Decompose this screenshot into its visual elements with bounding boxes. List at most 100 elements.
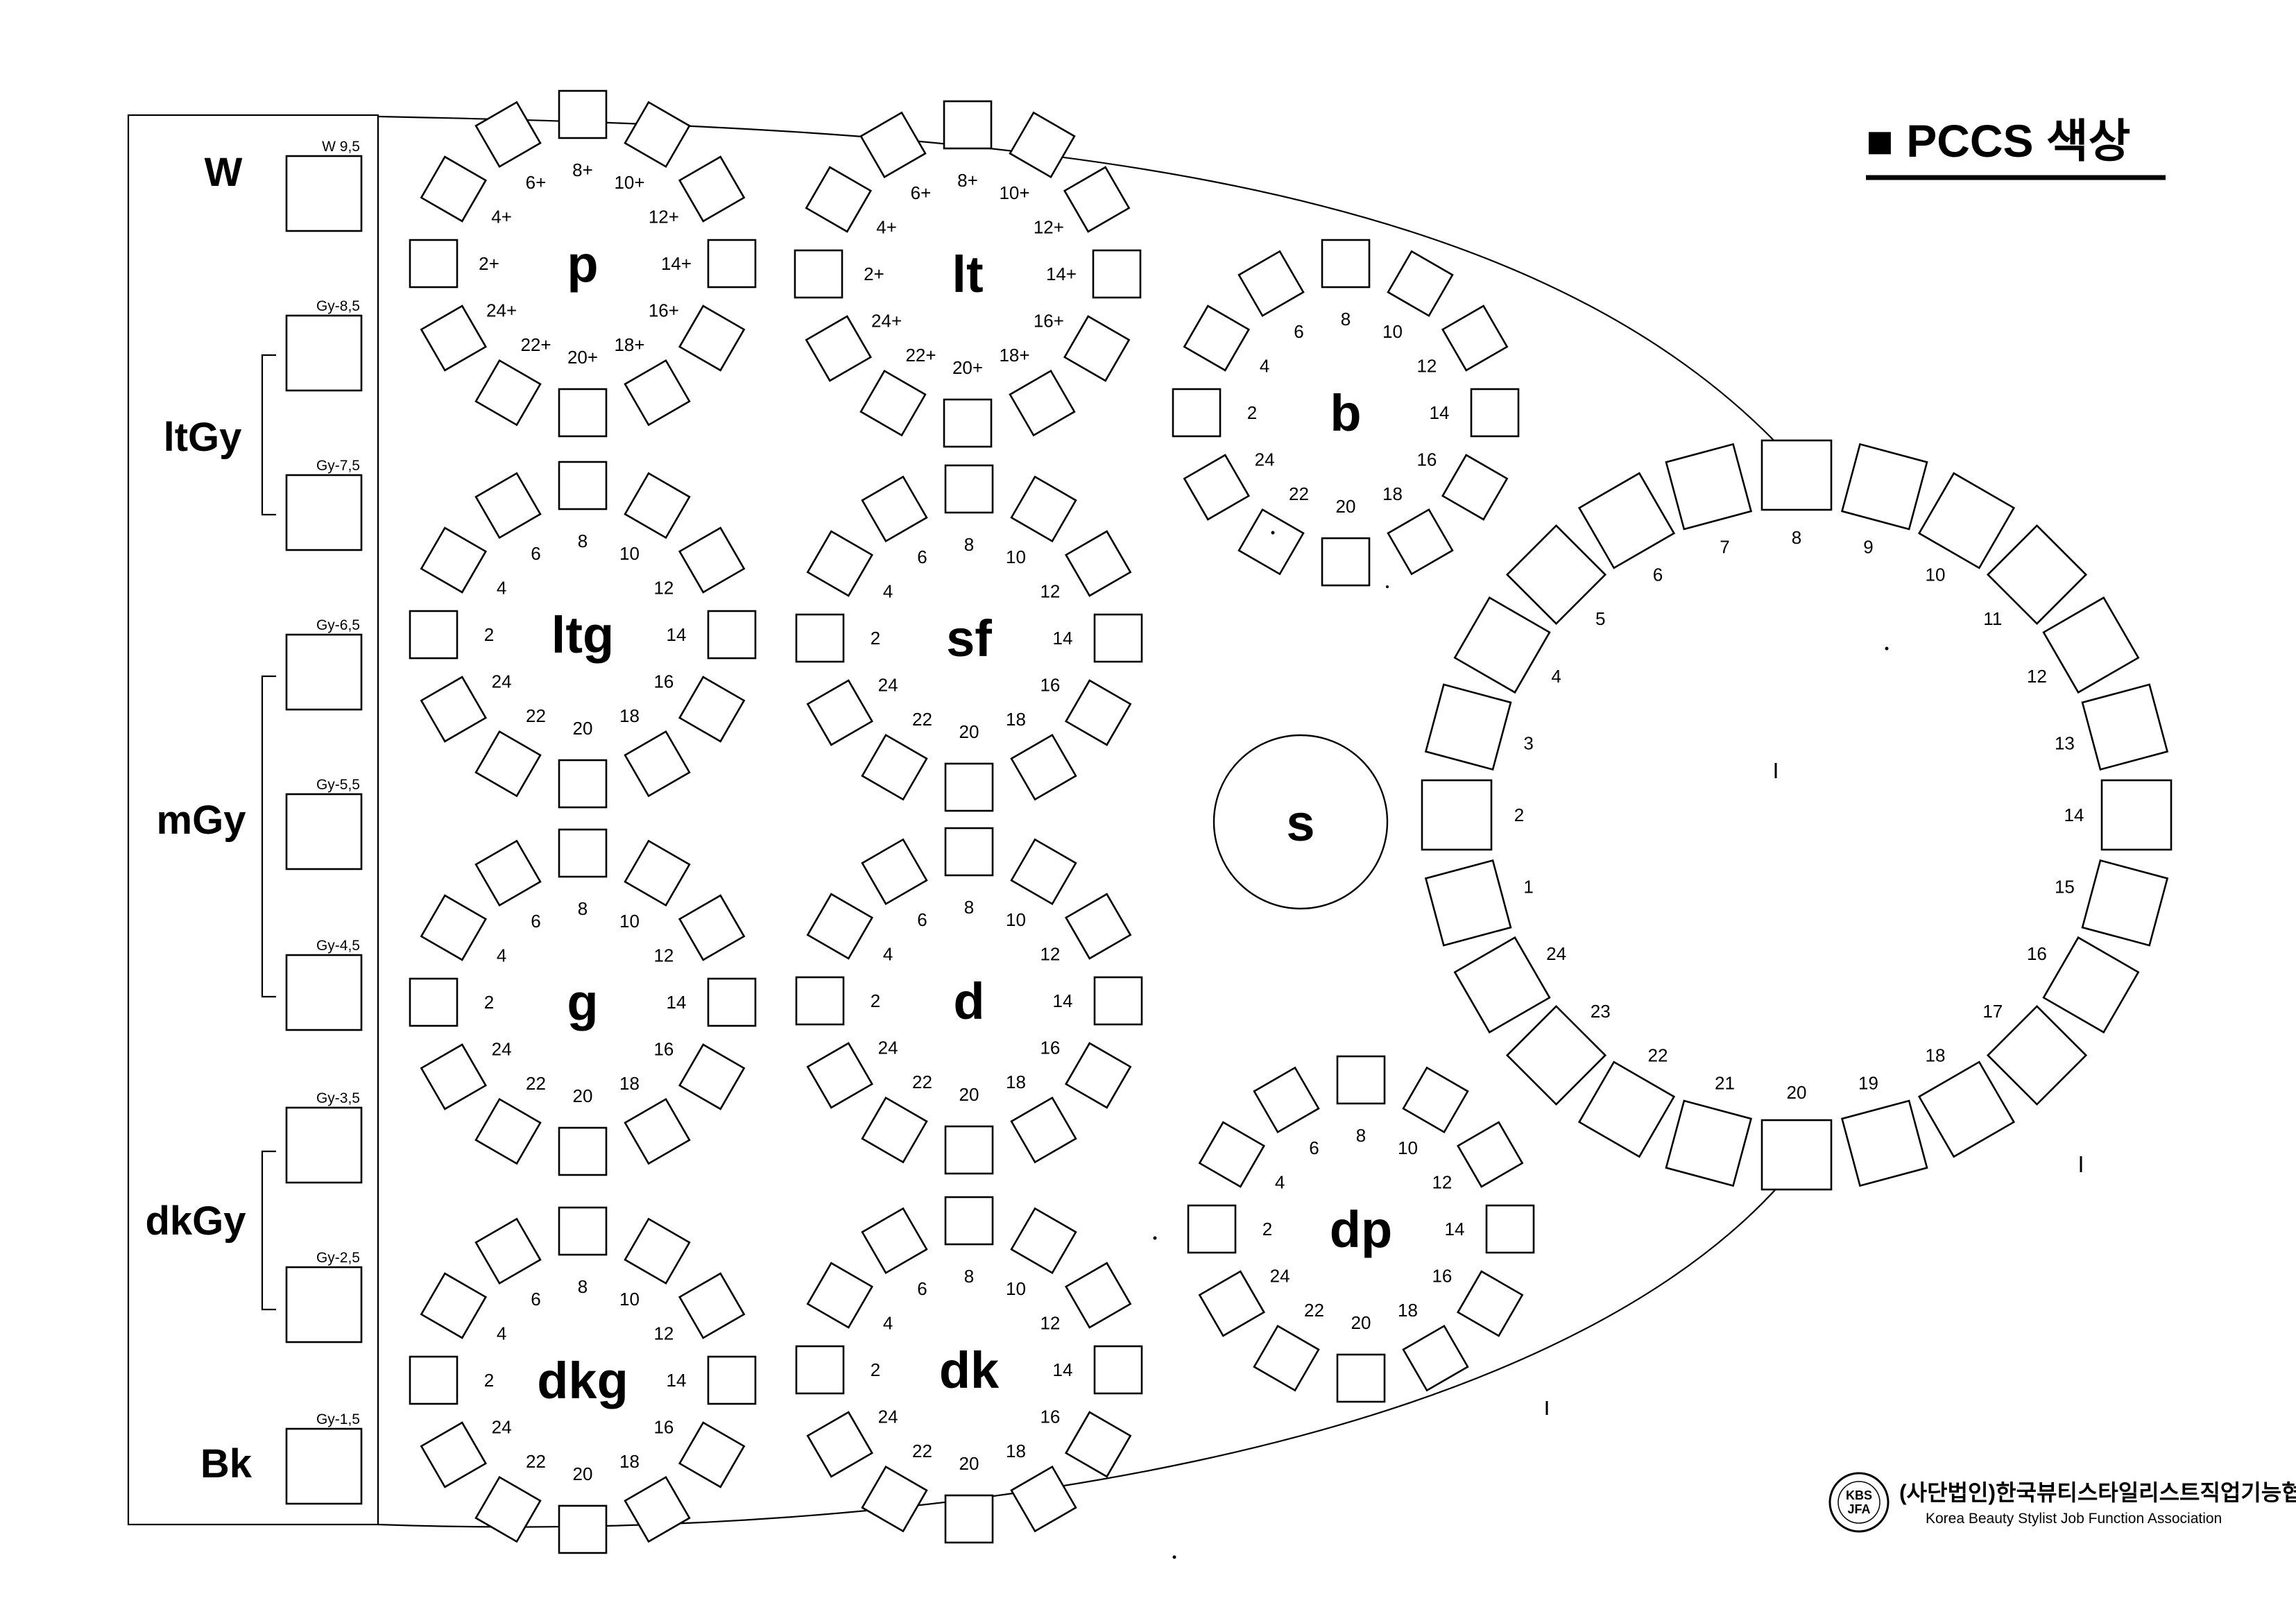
swatch-b-2[interactable] bbox=[1172, 388, 1222, 438]
swatch-sf-10[interactable] bbox=[1010, 475, 1077, 543]
swatch-ltg-18[interactable] bbox=[624, 730, 691, 798]
swatch-dkg-10[interactable] bbox=[624, 1217, 691, 1285]
swatch-g-20[interactable] bbox=[558, 1126, 608, 1176]
swatch-dkg-4[interactable] bbox=[420, 1272, 488, 1339]
swatch-p-6[interactable] bbox=[474, 101, 542, 169]
swatch-d-24[interactable] bbox=[806, 1042, 874, 1109]
swatch-dkg-8[interactable] bbox=[558, 1206, 608, 1256]
gray-swatch-8[interactable] bbox=[285, 1266, 363, 1343]
swatch-p-16[interactable] bbox=[678, 304, 746, 372]
swatch-dk-22[interactable] bbox=[861, 1465, 928, 1533]
swatch-p-24[interactable] bbox=[420, 304, 488, 372]
swatch-b-12[interactable] bbox=[1441, 304, 1509, 372]
gray-swatch-1[interactable] bbox=[285, 155, 363, 232]
swatch-ltg-4[interactable] bbox=[420, 526, 488, 594]
swatch-p-4[interactable] bbox=[420, 155, 488, 223]
swatch-d-14[interactable] bbox=[1093, 976, 1143, 1026]
swatch-ltg-24[interactable] bbox=[420, 676, 488, 743]
swatch-d-20[interactable] bbox=[944, 1125, 994, 1175]
swatch-sf-16[interactable] bbox=[1064, 679, 1132, 746]
swatch-b-8[interactable] bbox=[1321, 239, 1371, 289]
hue-swatch-24[interactable] bbox=[1453, 936, 1551, 1034]
swatch-g-24[interactable] bbox=[420, 1043, 488, 1110]
swatch-dp-2[interactable] bbox=[1187, 1204, 1237, 1254]
swatch-d-16[interactable] bbox=[1064, 1042, 1132, 1109]
swatch-dkg-18[interactable] bbox=[624, 1475, 691, 1543]
swatch-d-18[interactable] bbox=[1010, 1096, 1077, 1164]
hue-swatch-9[interactable] bbox=[1840, 443, 1928, 531]
hue-swatch-4[interactable] bbox=[1453, 596, 1551, 694]
gray-swatch-4[interactable] bbox=[285, 633, 363, 711]
swatch-dp-16[interactable] bbox=[1456, 1270, 1524, 1337]
swatch-dp-18[interactable] bbox=[1402, 1324, 1469, 1392]
hue-swatch-6[interactable] bbox=[1577, 472, 1676, 569]
swatch-g-14[interactable] bbox=[707, 977, 757, 1027]
swatch-sf-6[interactable] bbox=[861, 475, 928, 543]
hue-swatch-21[interactable] bbox=[1665, 1099, 1753, 1187]
swatch-p-22[interactable] bbox=[474, 359, 542, 427]
swatch-sf-20[interactable] bbox=[944, 762, 994, 812]
hue-swatch-17[interactable] bbox=[1986, 1004, 2088, 1106]
swatch-b-16[interactable] bbox=[1441, 454, 1509, 521]
hue-swatch-1[interactable] bbox=[1424, 859, 1512, 947]
swatch-sf-8[interactable] bbox=[944, 464, 994, 514]
swatch-dk-14[interactable] bbox=[1093, 1345, 1143, 1395]
swatch-lt-8[interactable] bbox=[943, 100, 993, 150]
hue-swatch-7[interactable] bbox=[1665, 443, 1753, 531]
swatch-ltg-20[interactable] bbox=[558, 759, 608, 809]
swatch-lt-10[interactable] bbox=[1009, 111, 1076, 179]
swatch-d-10[interactable] bbox=[1010, 838, 1077, 906]
swatch-dk-16[interactable] bbox=[1064, 1411, 1132, 1478]
hue-swatch-11[interactable] bbox=[1986, 524, 2088, 626]
swatch-d-4[interactable] bbox=[806, 893, 874, 960]
swatch-g-2[interactable] bbox=[409, 977, 459, 1027]
swatch-dkg-14[interactable] bbox=[707, 1355, 757, 1405]
gray-swatch-2[interactable] bbox=[285, 314, 363, 392]
swatch-sf-24[interactable] bbox=[806, 679, 874, 746]
swatch-dk-10[interactable] bbox=[1010, 1207, 1077, 1275]
swatch-dp-14[interactable] bbox=[1485, 1204, 1535, 1254]
swatch-dkg-22[interactable] bbox=[474, 1475, 542, 1543]
swatch-g-6[interactable] bbox=[474, 839, 542, 907]
swatch-dk-6[interactable] bbox=[861, 1207, 928, 1275]
swatch-g-22[interactable] bbox=[474, 1097, 542, 1165]
swatch-lt-4[interactable] bbox=[805, 166, 873, 233]
swatch-g-10[interactable] bbox=[624, 839, 691, 907]
swatch-p-14[interactable] bbox=[707, 239, 757, 289]
swatch-sf-4[interactable] bbox=[806, 530, 874, 597]
swatch-dk-8[interactable] bbox=[944, 1196, 994, 1246]
swatch-p-18[interactable] bbox=[624, 359, 691, 427]
swatch-lt-18[interactable] bbox=[1009, 369, 1076, 437]
hue-swatch-22[interactable] bbox=[1577, 1060, 1676, 1158]
swatch-dk-24[interactable] bbox=[806, 1411, 874, 1478]
swatch-p-12[interactable] bbox=[678, 155, 746, 223]
swatch-dkg-6[interactable] bbox=[474, 1217, 542, 1285]
hue-swatch-5[interactable] bbox=[1505, 524, 1607, 626]
swatch-ltg-8[interactable] bbox=[558, 461, 608, 510]
swatch-g-4[interactable] bbox=[420, 894, 488, 961]
swatch-g-16[interactable] bbox=[678, 1043, 746, 1110]
hue-swatch-15[interactable] bbox=[2081, 859, 2169, 947]
swatch-sf-22[interactable] bbox=[861, 733, 928, 801]
hue-swatch-23[interactable] bbox=[1505, 1004, 1607, 1106]
swatch-lt-2[interactable] bbox=[794, 249, 843, 299]
swatch-dp-24[interactable] bbox=[1198, 1270, 1266, 1337]
swatch-g-8[interactable] bbox=[558, 828, 608, 878]
gray-swatch-7[interactable] bbox=[285, 1106, 363, 1184]
swatch-lt-22[interactable] bbox=[859, 369, 927, 437]
swatch-p-10[interactable] bbox=[624, 101, 691, 169]
hue-swatch-18[interactable] bbox=[1917, 1060, 2016, 1158]
swatch-b-6[interactable] bbox=[1237, 250, 1305, 318]
gray-swatch-9[interactable] bbox=[285, 1427, 363, 1505]
swatch-d-2[interactable] bbox=[795, 976, 845, 1026]
hue-swatch-13[interactable] bbox=[2081, 683, 2169, 771]
swatch-b-24[interactable] bbox=[1183, 454, 1251, 521]
hue-swatch-3[interactable] bbox=[1424, 683, 1512, 771]
swatch-p-20[interactable] bbox=[558, 388, 608, 438]
hue-swatch-16[interactable] bbox=[2042, 936, 2140, 1034]
gray-swatch-6[interactable] bbox=[285, 954, 363, 1031]
gray-swatch-3[interactable] bbox=[285, 474, 363, 551]
swatch-dkg-2[interactable] bbox=[409, 1355, 459, 1405]
swatch-sf-2[interactable] bbox=[795, 613, 845, 663]
hue-swatch-2[interactable] bbox=[1421, 779, 1493, 851]
